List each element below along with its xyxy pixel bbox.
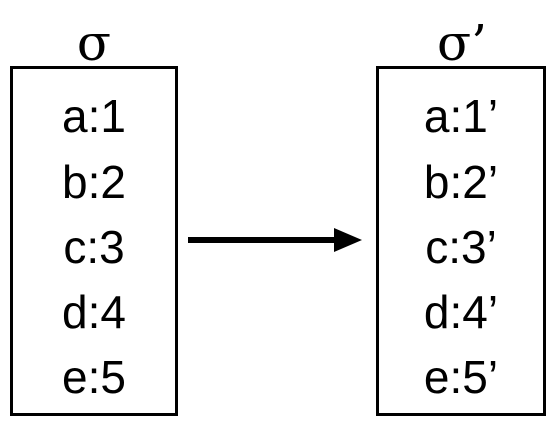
left-entry-b: b:2 [62,156,126,208]
right-entry-d: d:4’ [423,286,499,338]
right-state-box: a:1’ b:2’ c:3’ d:4’ e:5’ [376,66,546,416]
left-entry-d: d:4 [62,286,126,338]
right-entry-c: c:3’ [425,221,497,273]
right-state-label: σ’ [436,14,488,72]
left-entry-e: e:5 [62,351,126,403]
left-state-box: a:1 b:2 c:3 d:4 e:5 [10,66,178,416]
right-entry-b: b:2’ [423,156,499,208]
arrow-head [334,228,362,252]
transition-arrow [188,228,362,252]
left-state-label: σ [76,14,112,72]
left-entry-c: c:3 [63,221,125,273]
left-entry-a: a:1 [62,90,126,142]
right-entry-a: a:1’ [423,90,499,142]
right-entry-e: e:5’ [423,351,499,403]
